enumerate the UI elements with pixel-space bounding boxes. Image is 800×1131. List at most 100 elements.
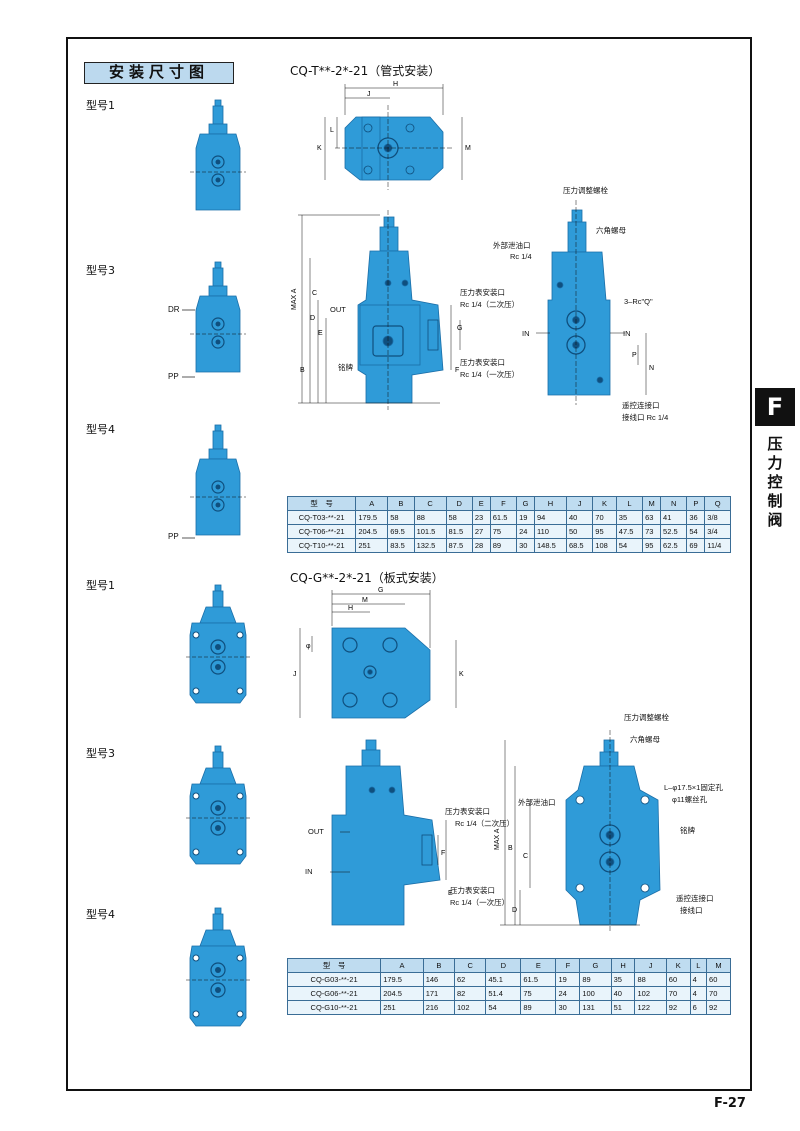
table-header: E bbox=[471, 496, 491, 511]
annotation-gauge-port-2: 压力表安装口 bbox=[445, 807, 490, 816]
table-cell: 146 bbox=[422, 972, 456, 987]
table-cell: 88 bbox=[413, 510, 447, 525]
port-label-pp: PP bbox=[168, 372, 179, 381]
svg-text:F: F bbox=[455, 367, 459, 374]
table-cell: 41 bbox=[660, 510, 688, 525]
table-cell: 122 bbox=[634, 1000, 667, 1015]
table-header: C bbox=[454, 958, 487, 973]
table-header: H bbox=[534, 496, 567, 511]
table-cell: 70 bbox=[665, 986, 691, 1001]
svg-text:M: M bbox=[362, 597, 368, 604]
annotation-fix-hole: L–φ17.5×1固定孔 bbox=[664, 783, 723, 792]
table-row: CQ-T06-**-21 204.5 69.5 101.5 81.5 27 75… bbox=[286, 524, 731, 539]
svg-text:H: H bbox=[393, 81, 398, 88]
svg-text:P: P bbox=[632, 352, 637, 359]
annotation-gauge-port-2: 压力表安装口 bbox=[460, 288, 505, 297]
table-header: M bbox=[706, 958, 731, 973]
table-cell: 75 bbox=[520, 986, 557, 1001]
svg-text:M: M bbox=[465, 145, 471, 152]
table-cell: 102 bbox=[634, 986, 667, 1001]
table-header: F bbox=[489, 496, 518, 511]
annotation-gauge-port-1: 压力表安装口 bbox=[450, 886, 495, 895]
table-cell: 30 bbox=[555, 1000, 581, 1015]
table-cell: 24 bbox=[555, 986, 581, 1001]
model-label-g3: 型号3 bbox=[86, 747, 115, 760]
table-cell: 95 bbox=[592, 524, 617, 539]
table-row: CQ-T10-**-21 251 83.5 132.5 87.5 28 89 3… bbox=[286, 538, 731, 553]
table-cell: 24 bbox=[516, 524, 536, 539]
table-cell: 89 bbox=[489, 538, 518, 553]
table-cell: 92 bbox=[706, 1000, 731, 1015]
table-cell: 60 bbox=[665, 972, 691, 987]
table-cell: CQ-T10-**-21 bbox=[286, 538, 357, 553]
svg-text:MAX A: MAX A bbox=[291, 288, 298, 310]
table-cell: 132.5 bbox=[413, 538, 447, 553]
table-cell: 3/4 bbox=[704, 524, 731, 539]
annotation-gauge-port-1: 压力表安装口 bbox=[460, 358, 505, 367]
table-header: F bbox=[555, 958, 581, 973]
table-header: K bbox=[665, 958, 691, 973]
port-label-out: OUT bbox=[330, 305, 346, 314]
page-frame bbox=[66, 37, 752, 1091]
table-cell: 61.5 bbox=[489, 510, 518, 525]
model-label-t1: 型号1 bbox=[86, 99, 115, 112]
table-header: J bbox=[634, 958, 667, 973]
table-cell: 69 bbox=[686, 538, 706, 553]
table-cell: 28 bbox=[471, 538, 491, 553]
table-cell: 216 bbox=[422, 1000, 456, 1015]
table-cell: 60 bbox=[706, 972, 731, 987]
table-cell: 40 bbox=[610, 986, 636, 1001]
svg-text:E: E bbox=[318, 330, 323, 337]
svg-text:G: G bbox=[378, 587, 383, 594]
table-cell: 58 bbox=[445, 510, 473, 525]
table-header: 型 号 bbox=[286, 496, 357, 511]
page-number: F-27 bbox=[714, 1096, 746, 1111]
table-cell: 52.5 bbox=[660, 524, 688, 539]
annotation-remote-port-size: 接线口 bbox=[680, 906, 703, 915]
table-cell: 70 bbox=[706, 986, 731, 1001]
table-cell: 23 bbox=[471, 510, 491, 525]
svg-text:H: H bbox=[348, 605, 353, 612]
table-header: D bbox=[445, 496, 473, 511]
table-header: P bbox=[686, 496, 706, 511]
annotation-gauge-port-2-size: Rc 1/4（二次压） bbox=[460, 300, 520, 309]
table-cell: 51.4 bbox=[485, 986, 522, 1001]
table-cell: 68.5 bbox=[565, 538, 594, 553]
table-header: G bbox=[516, 496, 536, 511]
table-cell: CQ-T03-**-21 bbox=[286, 510, 357, 525]
table-cell: 102 bbox=[454, 1000, 487, 1015]
section-tab-letter: F bbox=[755, 388, 795, 426]
section-title-plate-mount: CQ-G**-2*-21（板式安装） bbox=[290, 571, 444, 585]
annotation-remote-port: 遥控连接口 bbox=[676, 894, 714, 903]
table-cell: 82 bbox=[454, 986, 487, 1001]
svg-text:φ: φ bbox=[306, 643, 311, 650]
svg-text:B: B bbox=[508, 845, 513, 852]
table-cell: 27 bbox=[471, 524, 491, 539]
table-cell: 4 bbox=[689, 986, 708, 1001]
table-cell: 251 bbox=[380, 1000, 424, 1015]
table-cell: 50 bbox=[565, 524, 594, 539]
svg-text:F: F bbox=[441, 850, 445, 857]
table-cell: 204.5 bbox=[355, 524, 389, 539]
table-cell: 6 bbox=[689, 1000, 708, 1015]
annotation-ext-drain: 外部泄油口 bbox=[518, 798, 556, 807]
svg-text:K: K bbox=[459, 671, 464, 678]
table-cell: 62 bbox=[454, 972, 487, 987]
annotation-gauge-port-1-size: Rc 1/4（一次压） bbox=[450, 898, 510, 907]
table-row: CQ-G03-**-21 179.5 146 62 45.1 61.5 19 8… bbox=[286, 972, 731, 987]
table-cell: 69.5 bbox=[387, 524, 415, 539]
svg-text:C: C bbox=[523, 853, 528, 860]
table-cell: 70 bbox=[592, 510, 617, 525]
annotation-remote-port: 遥控连接口 bbox=[622, 401, 660, 410]
table-cell: CQ-T06-**-21 bbox=[286, 524, 357, 539]
svg-text:G: G bbox=[457, 325, 462, 332]
table-header: Q bbox=[704, 496, 731, 511]
table-header: J bbox=[565, 496, 594, 511]
section-tab-text: 压力控制阀 bbox=[767, 435, 783, 529]
table-cell: 148.5 bbox=[534, 538, 567, 553]
table-cell: 54 bbox=[485, 1000, 522, 1015]
table-cell: 54 bbox=[615, 538, 644, 553]
table-cell: CQ-G03-**-21 bbox=[286, 972, 382, 987]
table-header: D bbox=[485, 958, 522, 973]
section-title-pipe-mount: CQ-T**-2*-21（管式安装） bbox=[290, 64, 441, 78]
